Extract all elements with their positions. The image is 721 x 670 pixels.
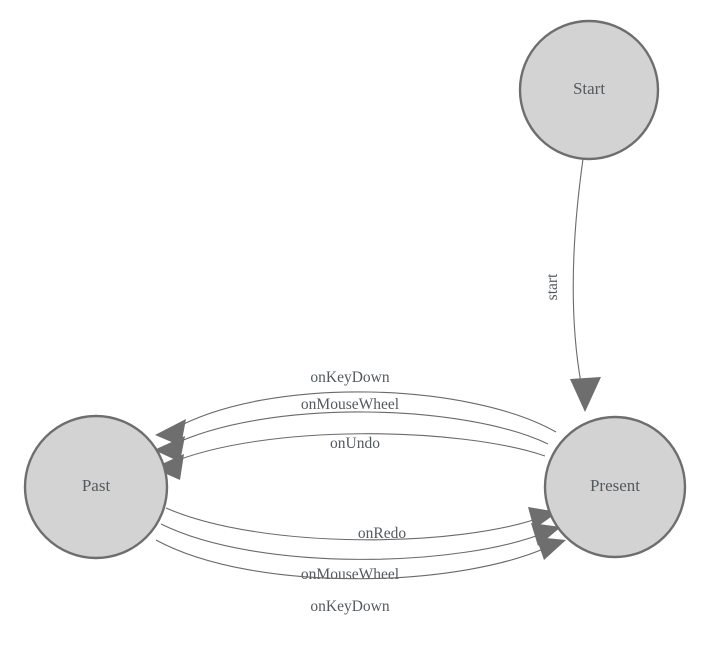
edge-undo-label: onUndo — [330, 435, 380, 452]
edge-past-to-present-redo[interactable]: onRedo — [165, 507, 558, 542]
node-start-circle — [518, 19, 660, 161]
node-start-label: Start — [573, 79, 605, 98]
edge-redo-path — [165, 507, 546, 541]
node-past-circle — [23, 414, 169, 560]
node-past-label: Past — [82, 476, 111, 495]
edge-undo-path — [167, 433, 546, 465]
edge-keydown-undo-path — [171, 391, 557, 433]
edge-keydown-redo-path — [155, 539, 555, 580]
edge-wheel-redo-path — [160, 523, 550, 560]
edge-present-to-past-mousewheel[interactable]: onMouseWheel — [154, 396, 549, 462]
edge-present-to-past-undo[interactable]: onUndo — [153, 433, 546, 480]
edge-keydown-redo-label: onKeyDown — [310, 598, 389, 615]
edge-wheel-redo-label: onMouseWheel — [301, 566, 399, 583]
edge-wheel-undo-arrowhead — [154, 436, 185, 462]
node-past[interactable]: Past — [23, 414, 169, 560]
edge-wheel-undo-path — [169, 411, 549, 447]
edge-keydown-redo-arrowhead — [536, 537, 566, 560]
edge-keydown-undo-label: onKeyDown — [310, 369, 389, 386]
node-present-label: Present — [590, 476, 640, 495]
edge-wheel-undo-label: onMouseWheel — [301, 396, 399, 413]
edge-redo-label: onRedo — [358, 525, 406, 542]
node-start[interactable]: Start — [518, 19, 660, 161]
edge-undo-arrowhead — [153, 454, 184, 480]
edge-start-to-present[interactable]: start — [544, 158, 601, 412]
node-present[interactable]: Present — [543, 415, 687, 559]
edge-start-path — [572, 158, 584, 384]
edge-start-label: start — [544, 273, 561, 300]
edge-start-arrowhead — [570, 377, 601, 412]
node-present-circle — [543, 415, 687, 559]
edge-past-to-present-keydown[interactable]: onKeyDown — [155, 537, 566, 615]
